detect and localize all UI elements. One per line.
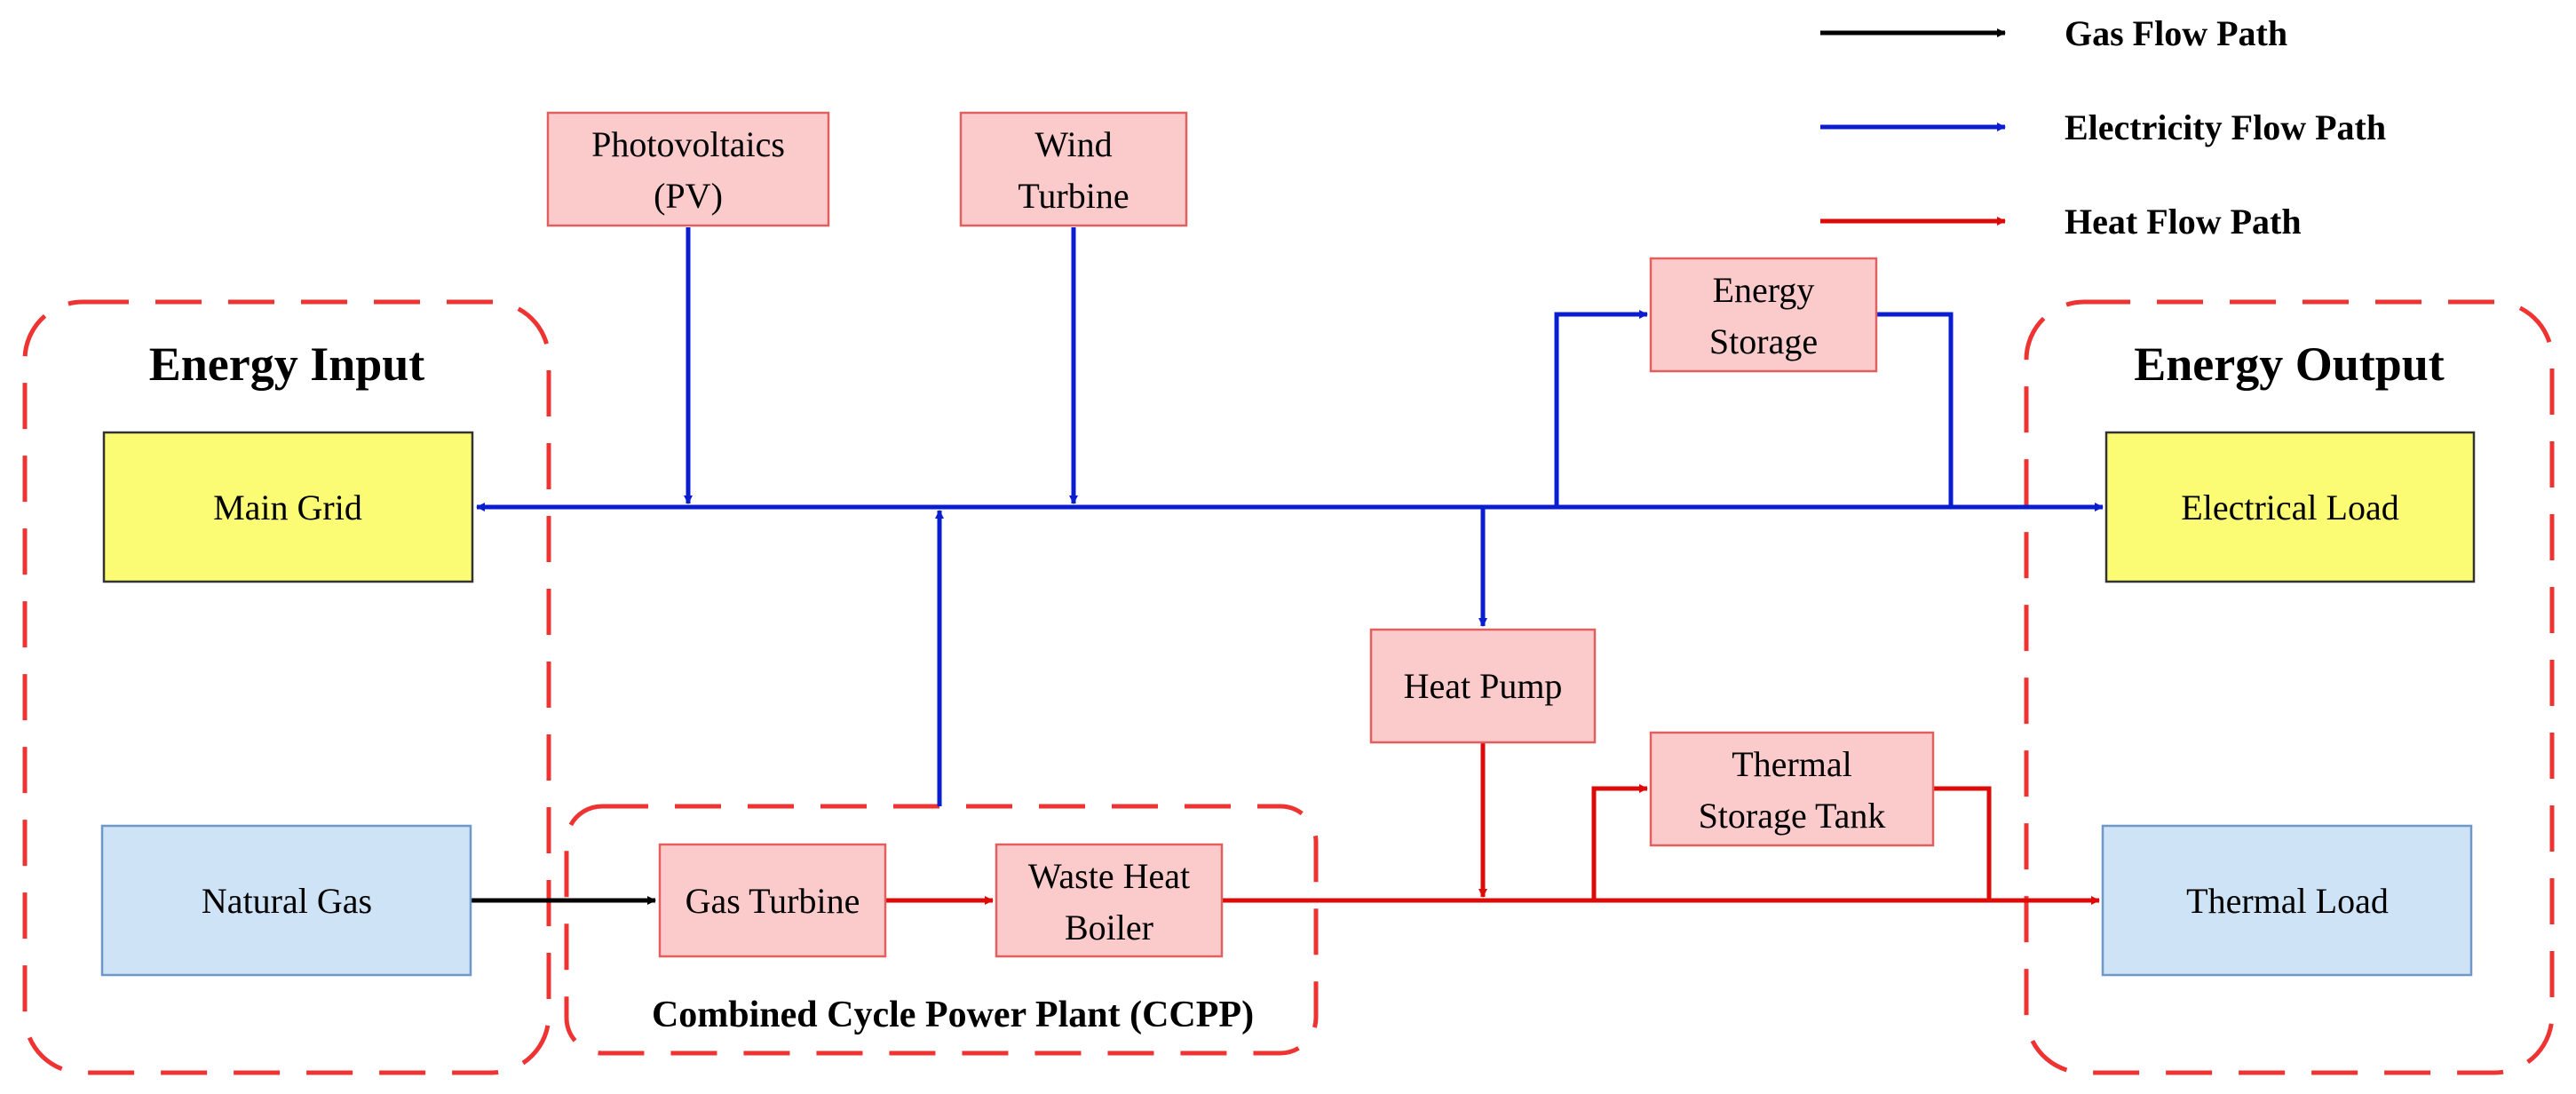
energy-output-group-border bbox=[2024, 299, 2555, 1075]
gas-turbine-node: Gas Turbine bbox=[658, 843, 887, 958]
ccpp-caption: Combined Cycle Power Plant (CCPP) bbox=[652, 995, 1254, 1035]
wind-label-line1: Wind bbox=[1034, 124, 1112, 164]
electrical-load-node: Electrical Load bbox=[2104, 431, 2476, 583]
main-grid-label: Main Grid bbox=[213, 488, 362, 527]
bus-to-energy-storage bbox=[1554, 310, 1648, 507]
thermal-tank-label-line1: Thermal bbox=[1732, 744, 1852, 784]
boiler-label-line1: Waste Heat bbox=[1028, 856, 1190, 896]
thermal-tank-to-heat-line bbox=[1933, 786, 1992, 900]
heat-pump-label: Heat Pump bbox=[1404, 666, 1563, 706]
thermal-tank-label-line2: Storage Tank bbox=[1699, 796, 1886, 836]
heat-line-to-thermal-tank bbox=[1591, 784, 1648, 900]
energy-storage-node: Energy Storage bbox=[1649, 257, 1878, 373]
thermal-load-label: Thermal Load bbox=[2186, 881, 2389, 921]
legend-gas-label: Gas Flow Path bbox=[2065, 13, 2287, 53]
energy-output-title: Energy Output bbox=[2134, 337, 2445, 391]
heat-pump-node: Heat Pump bbox=[1369, 628, 1597, 744]
pv-label-line1: Photovoltaics bbox=[591, 124, 785, 164]
energy-storage-to-bus bbox=[1876, 312, 1954, 507]
legend: Gas Flow Path Electricity Flow Path Heat… bbox=[1820, 13, 2386, 242]
boiler-label-line2: Boiler bbox=[1065, 908, 1153, 947]
storage-label-line1: Energy bbox=[1713, 270, 1815, 310]
thermal-storage-tank-node: Thermal Storage Tank bbox=[1649, 731, 1935, 847]
natural-gas-node: Natural Gas bbox=[100, 824, 472, 977]
wind-label-line2: Turbine bbox=[1018, 176, 1129, 216]
pv-node: Photovoltaics (PV) bbox=[546, 111, 830, 227]
thermal-load-node: Thermal Load bbox=[2101, 824, 2473, 977]
ccpp-group-border bbox=[564, 804, 1319, 1056]
natural-gas-label: Natural Gas bbox=[202, 881, 372, 921]
pv-label-line2: (PV) bbox=[654, 176, 723, 216]
energy-input-group-border bbox=[22, 299, 551, 1075]
electricity-flows bbox=[476, 227, 2104, 806]
waste-heat-boiler-node: Waste Heat Boiler bbox=[995, 843, 1224, 958]
gas-turbine-label: Gas Turbine bbox=[686, 881, 860, 921]
energy-input-title: Energy Input bbox=[149, 337, 425, 391]
main-grid-node: Main Grid bbox=[102, 431, 474, 583]
heat-flows bbox=[885, 742, 2100, 905]
electrical-load-label: Electrical Load bbox=[2181, 488, 2398, 527]
legend-electricity-label: Electricity Flow Path bbox=[2065, 107, 2386, 147]
wind-turbine-node: Wind Turbine bbox=[959, 111, 1188, 227]
storage-label-line2: Storage bbox=[1709, 321, 1818, 361]
legend-heat-label: Heat Flow Path bbox=[2065, 202, 2302, 242]
